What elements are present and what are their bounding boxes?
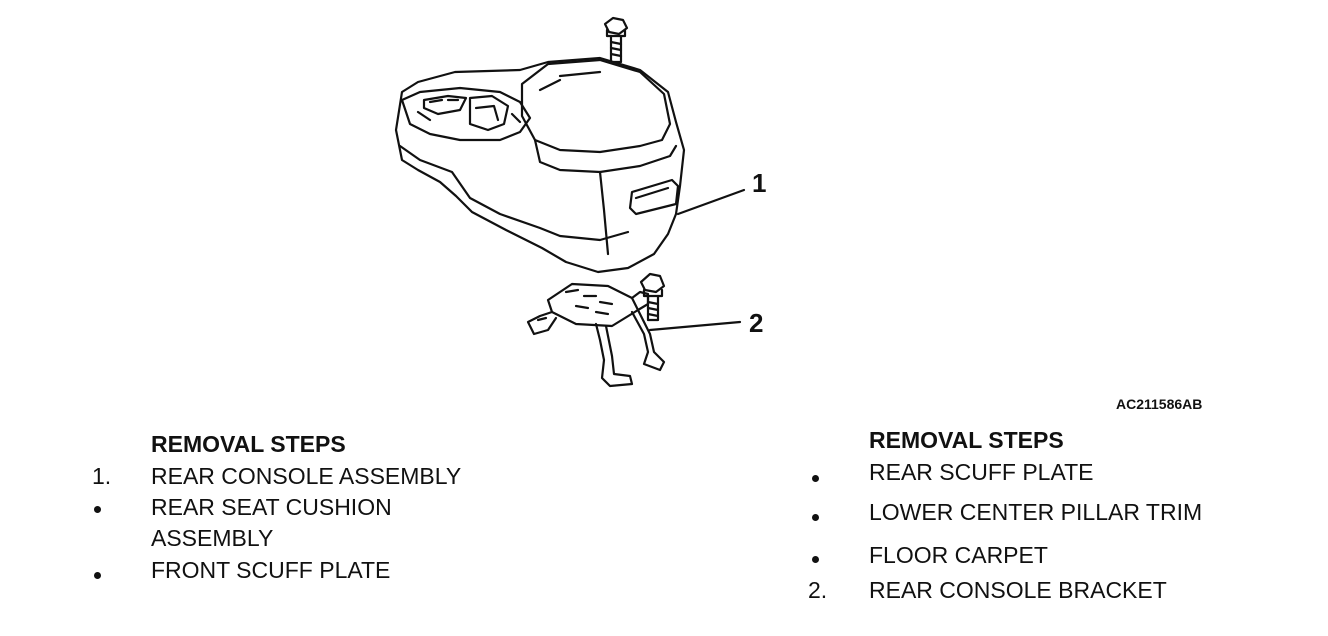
callout-1-label: 1 xyxy=(752,168,767,198)
steps-heading: REMOVAL STEPS xyxy=(869,427,1064,453)
bullet-dot xyxy=(812,475,819,482)
callout-2-leader xyxy=(648,320,742,332)
bullet-dot xyxy=(812,514,819,521)
step-rear-console-bracket: REAR CONSOLE BRACKET xyxy=(869,577,1167,603)
step-rear-console-assembly: REAR CONSOLE ASSEMBLY xyxy=(151,463,462,489)
console-bolt-icon xyxy=(603,16,629,64)
rear-console-bracket-drawing xyxy=(526,282,666,388)
callout-1-leader xyxy=(676,188,746,216)
step-rear-scuff-plate: REAR SCUFF PLATE xyxy=(869,459,1094,485)
step-rear-seat-cushion-cont: ASSEMBLY xyxy=(151,525,274,551)
exploded-parts-diagram xyxy=(394,16,746,388)
bullet-dot xyxy=(94,506,101,513)
rear-console-assembly-drawing xyxy=(394,56,686,274)
step-floor-carpet: FLOOR CARPET xyxy=(869,542,1048,568)
callout-2-label: 2 xyxy=(749,308,764,338)
figure-code: AC211586AB xyxy=(1116,396,1203,412)
bullet-dot xyxy=(94,572,101,579)
step-front-scuff-plate: FRONT SCUFF PLATE xyxy=(151,557,391,583)
step-number: 2. xyxy=(808,577,828,603)
bracket-bolt-icon xyxy=(639,272,666,322)
steps-heading: REMOVAL STEPS xyxy=(151,431,346,457)
step-number: 1. xyxy=(92,463,112,489)
step-rear-seat-cushion: REAR SEAT CUSHION xyxy=(151,494,392,520)
bullet-dot xyxy=(812,556,819,563)
step-lower-center-pillar-trim: LOWER CENTER PILLAR TRIM xyxy=(869,499,1203,525)
